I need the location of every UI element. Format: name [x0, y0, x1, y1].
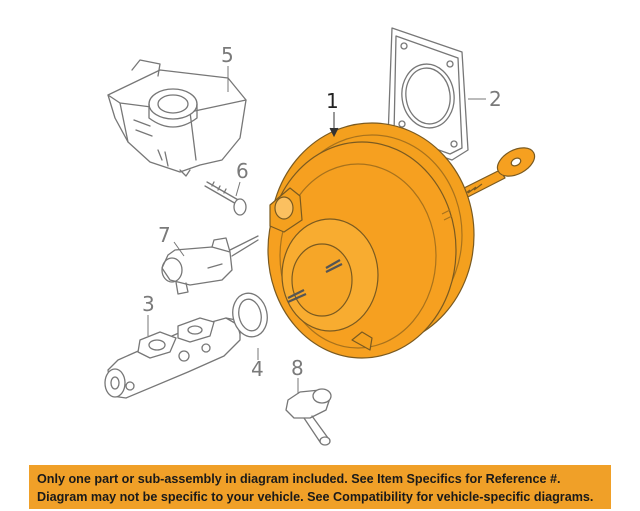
disclaimer-banner: Only one part or sub-assembly in diagram… [29, 465, 611, 509]
callout-2: 2 [489, 87, 502, 111]
part-8-hose-fitting [285, 388, 332, 446]
callout-7: 7 [158, 223, 171, 247]
callout-4: 4 [251, 357, 264, 381]
part-4-seal [232, 292, 268, 338]
parts-diagram: 1 2 3 4 5 6 7 8 [104, 27, 536, 446]
leader-line-6 [235, 181, 241, 197]
callout-3: 3 [142, 292, 155, 316]
part-3-master-cylinder [104, 317, 241, 399]
part-1-brake-booster [267, 122, 536, 359]
callout-8: 8 [291, 356, 304, 380]
leader-line-7 [173, 241, 185, 257]
part-2-gasket [387, 27, 469, 161]
disclaimer-line-1: Only one part or sub-assembly in diagram… [37, 472, 561, 486]
disclaimer-line-2: Diagram may not be specific to your vehi… [37, 490, 594, 504]
callout-6: 6 [236, 159, 249, 183]
part-5-brake-fluid-reservoir [107, 59, 247, 177]
part-6-bolt [204, 181, 247, 216]
part-7-sensor [161, 235, 259, 295]
callout-1: 1 [326, 89, 339, 113]
callout-5: 5 [221, 43, 234, 67]
